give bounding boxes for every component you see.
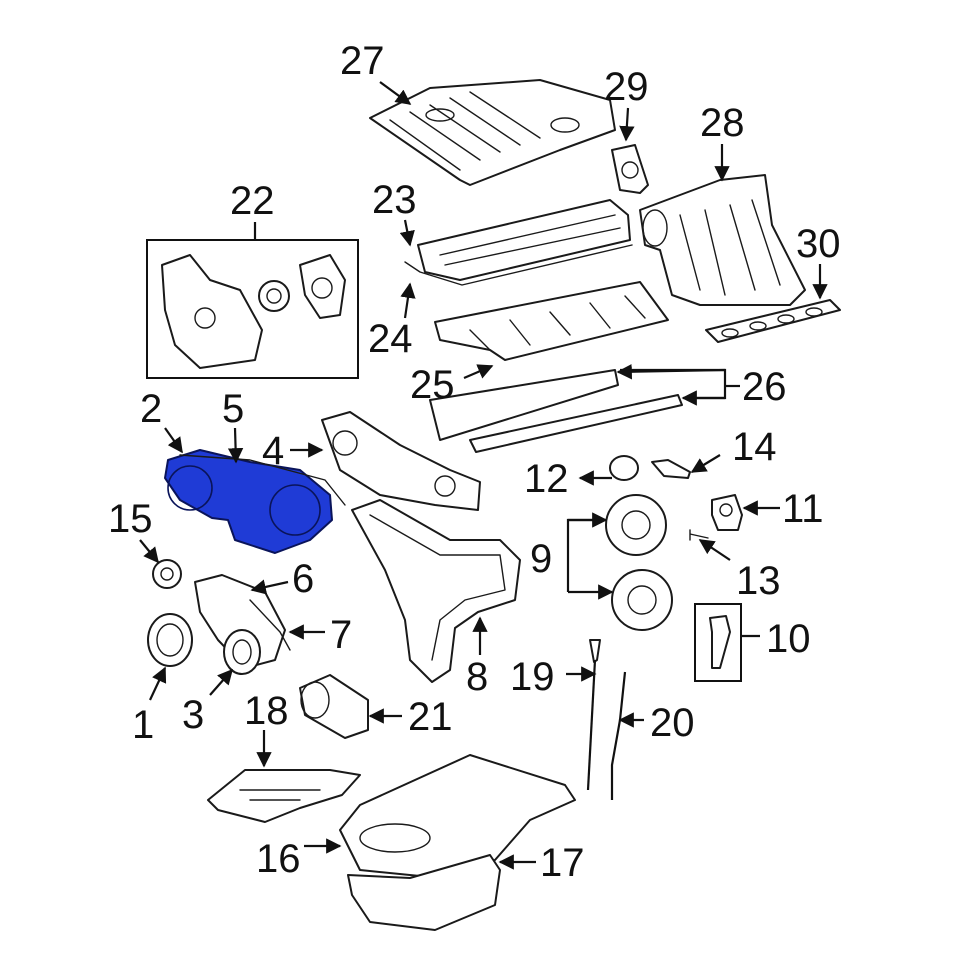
callout-5[interactable]: 5 [222, 387, 244, 431]
valve-cover-part[interactable] [417, 199, 631, 281]
sensor-part[interactable] [709, 615, 731, 669]
callout-13[interactable]: 13 [736, 559, 781, 603]
lower-timing-cover-part[interactable] [194, 574, 291, 669]
callout-29[interactable]: 29 [604, 65, 649, 109]
callout-26[interactable]: 26 [742, 365, 787, 409]
callout-10[interactable]: 10 [766, 617, 811, 661]
callout-6[interactable]: 6 [292, 557, 314, 601]
lower-intake-part[interactable] [434, 281, 669, 361]
valve-cover-gasket-part[interactable] [404, 244, 633, 286]
callout-22[interactable]: 22 [230, 179, 275, 223]
intake-gaskets-part[interactable] [429, 369, 683, 453]
callout-27[interactable]: 27 [340, 39, 385, 83]
leader-lines [139, 81, 828, 870]
oil-baffle-part[interactable] [207, 769, 361, 823]
callout-2[interactable]: 2 [140, 387, 162, 431]
oil-filter-part[interactable] [299, 674, 369, 739]
bushing-part[interactable] [609, 455, 639, 481]
callout-17[interactable]: 17 [540, 841, 585, 885]
callout-24[interactable]: 24 [368, 317, 413, 361]
callout-8[interactable]: 8 [466, 655, 488, 699]
timing-cover-kit-box [146, 239, 359, 379]
callout-7[interactable]: 7 [330, 613, 352, 657]
callout-14[interactable]: 14 [732, 425, 777, 469]
callout-3[interactable]: 3 [182, 693, 204, 737]
crankshaft-pulley-part[interactable] [147, 613, 193, 667]
bracket-part[interactable] [651, 459, 691, 479]
throttle-body-gasket-part[interactable] [611, 144, 649, 194]
callout-16[interactable]: 16 [256, 837, 301, 881]
callout-30[interactable]: 30 [796, 222, 841, 266]
callout-19[interactable]: 19 [510, 655, 555, 699]
timing-belt-part[interactable] [351, 499, 521, 683]
dipstick-tube-part[interactable] [610, 671, 627, 800]
timing-cover-kit-part[interactable] [161, 254, 346, 369]
callout-28[interactable]: 28 [700, 101, 745, 145]
intake-manifold-part[interactable] [639, 174, 806, 306]
callout-21[interactable]: 21 [408, 695, 453, 739]
idler-pulley-part[interactable] [152, 559, 182, 589]
callout-labels: 27 29 28 23 22 30 24 25 26 2 5 14 4 12 1… [108, 39, 841, 885]
timing-belt-cover-part-highlighted[interactable] [164, 449, 333, 554]
dipstick-part[interactable] [586, 639, 601, 791]
callout-18[interactable]: 18 [244, 689, 289, 733]
callout-1[interactable]: 1 [132, 703, 154, 747]
callout-12[interactable]: 12 [524, 457, 569, 501]
engine-cover-part[interactable] [369, 79, 616, 186]
camshaft-pulleys-part[interactable] [605, 494, 673, 631]
callout-25[interactable]: 25 [410, 363, 455, 407]
lower-oil-pan-part[interactable] [347, 854, 501, 931]
callout-4[interactable]: 4 [262, 429, 284, 473]
crankshaft-sprocket-part[interactable] [223, 629, 261, 675]
callout-15[interactable]: 15 [108, 497, 153, 541]
callout-11[interactable]: 11 [782, 487, 824, 531]
rear-timing-cover-part[interactable] [321, 411, 481, 511]
callout-23[interactable]: 23 [372, 178, 417, 222]
intake-gasket-part[interactable] [705, 299, 841, 343]
callout-9[interactable]: 9 [530, 537, 552, 581]
timing-cover-gasket-part[interactable] [179, 454, 346, 506]
bolt-part[interactable] [689, 529, 709, 541]
callout-20[interactable]: 20 [650, 701, 695, 745]
upper-oil-pan-part[interactable] [339, 754, 576, 879]
sensor-box [694, 603, 742, 682]
tensioner-part[interactable] [711, 494, 743, 531]
